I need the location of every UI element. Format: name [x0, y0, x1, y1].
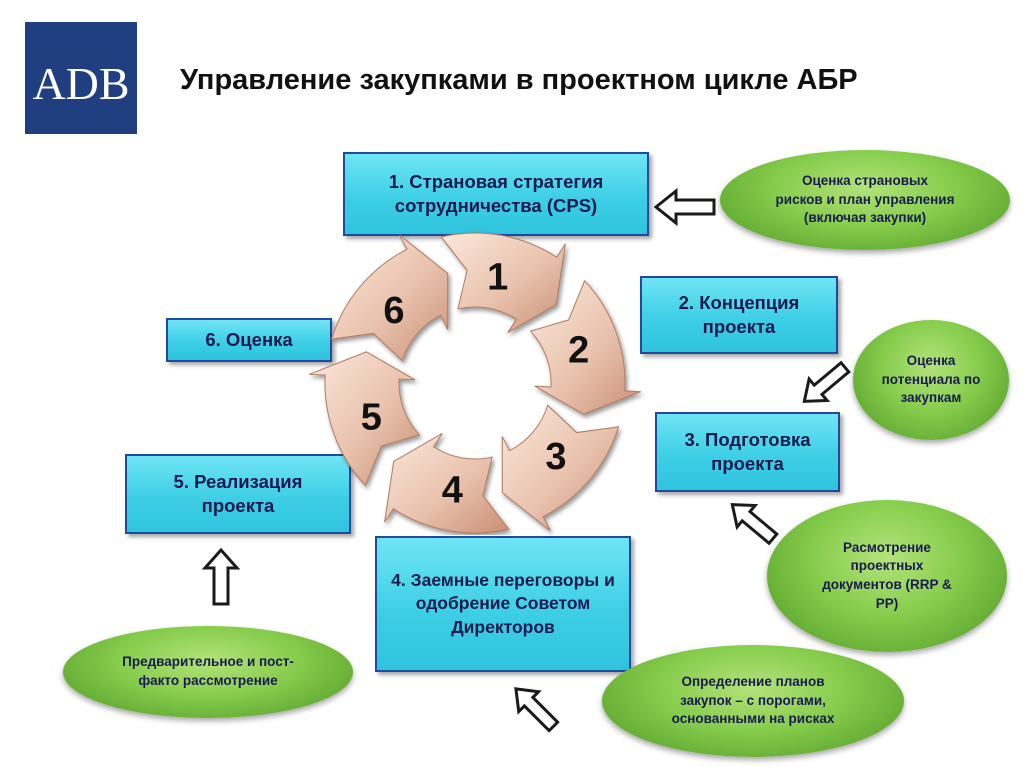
- cycle-arrow-segment-1: [440, 232, 566, 334]
- hollow-arrow-icon: [730, 503, 779, 546]
- oval-prior-post-review: Предварительное и пост- факто рассмотрен…: [63, 626, 353, 718]
- oval-2-line-1: Оценка: [906, 353, 956, 369]
- cycle-arrow-segment-4: [384, 432, 510, 534]
- oval-capacity: Оценка потенциала по закупкам: [853, 320, 1009, 440]
- oval-3-line-2: проектных: [850, 558, 924, 574]
- stage-6-label: 6. Оценка: [205, 328, 293, 350]
- cycle-arrow-segment-3: [501, 404, 620, 532]
- stage-3-label: 3. Подготовка проекта: [684, 428, 811, 474]
- logo-text: ADB: [32, 58, 130, 109]
- oval-3-line-3: документов (RRP &: [822, 577, 952, 592]
- oval-5-line-1: Предварительное и пост-: [122, 654, 294, 670]
- stage-1-label: 1. Страновая стратегия сотрудничества (C…: [388, 170, 604, 216]
- oval-5-line-2: факто рассмотрение: [138, 673, 278, 688]
- oval-4-line-2: закупок – с порогами,: [680, 692, 826, 708]
- cycle-number-2: 2: [568, 329, 589, 371]
- oval-1-line-1: Оценка страновых: [801, 173, 929, 189]
- stage-box-1: 1. Страновая стратегия сотрудничества (C…: [343, 152, 649, 236]
- stage-2-label: 2. Концепция проекта: [678, 291, 800, 337]
- oval-3-line-1: Расмотрение: [843, 539, 931, 555]
- stage-box-6: 6. Оценка: [166, 318, 332, 362]
- cycle-number-4: 4: [442, 470, 463, 512]
- oval-2-line-3: закупкам: [900, 390, 962, 406]
- page-title: Управление закупками в проектном цикле А…: [180, 64, 858, 96]
- stage-box-3: 3. Подготовка проекта: [655, 412, 840, 492]
- cycle-arrow-segment-5: [309, 351, 421, 487]
- oval-4-line-3: основанными на рисках: [671, 711, 835, 727]
- hollow-arrow-icon: [202, 548, 240, 606]
- oval-procurement-plans: Определение планов закупок – с порогами,…: [602, 645, 904, 757]
- cycle-number-1: 1: [487, 256, 508, 298]
- stage-4-label: 4. Заемные переговоры и одобрение Совето…: [391, 570, 615, 637]
- cycle-number-5: 5: [361, 397, 382, 439]
- stage-box-5: 5. Реализация проекта: [125, 454, 351, 534]
- oval-country-risk: Оценка страновых рисков и план управлени…: [720, 150, 1010, 250]
- cycle-arrow-segment-6: [330, 234, 449, 362]
- stage-box-4: 4. Заемные переговоры и одобрение Совето…: [375, 536, 631, 672]
- oval-document-review: Расмотрение проектных документов (RRP & …: [767, 500, 1007, 652]
- project-cycle-diagram: 1 2 3 4 5 6: [309, 232, 641, 534]
- hollow-arrow-icon: [514, 687, 560, 733]
- oval-4-line-1: Определение планов: [681, 674, 825, 690]
- cycle-arrow-segment-2: [529, 279, 641, 415]
- stage-box-2: 2. Концепция проекта: [640, 276, 838, 354]
- cycle-number-3: 3: [545, 436, 566, 478]
- cycle-number-6: 6: [383, 290, 404, 332]
- adb-logo: ADB: [25, 22, 137, 134]
- oval-1-line-3: (включая закупки): [803, 210, 927, 226]
- oval-3-line-4: PP): [875, 595, 899, 611]
- stage-5-label: 5. Реализация проекта: [173, 470, 303, 516]
- hollow-arrow-icon: [654, 188, 716, 226]
- oval-2-line-2: потенциала по: [881, 371, 981, 387]
- oval-1-line-2: рисков и план управления: [775, 191, 955, 207]
- hollow-arrow-icon: [802, 360, 851, 403]
